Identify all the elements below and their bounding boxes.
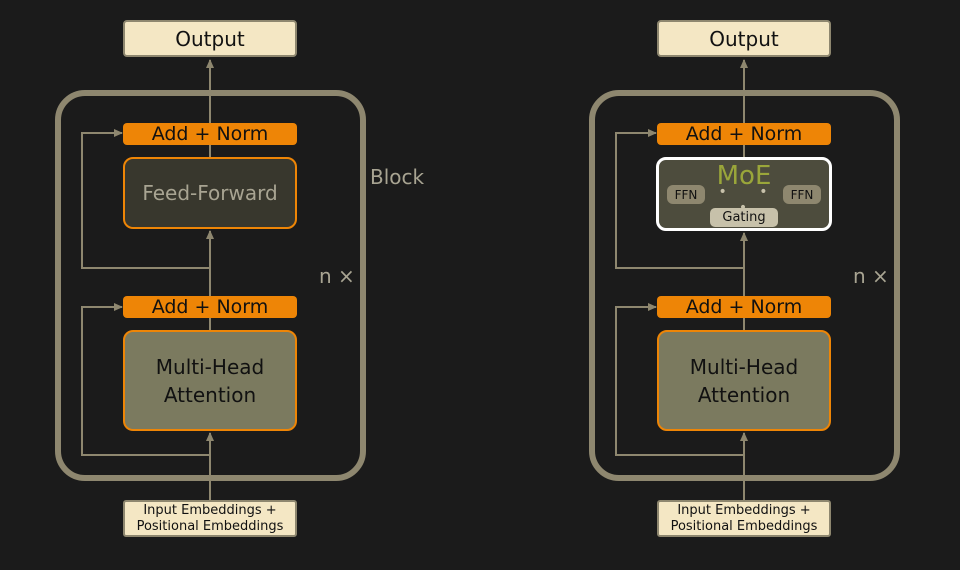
- left-input-label-line1: Input Embeddings +: [143, 502, 277, 518]
- moe-ffn-left: FFN: [667, 185, 705, 204]
- left-attention-label-line2: Attention: [163, 382, 257, 407]
- moe-ffn-right-label: FFN: [790, 187, 814, 202]
- left-ff-residual-arrow: [81, 129, 210, 269]
- right-top-add-norm-label: Add + Norm: [685, 123, 803, 145]
- left-output-label: Output: [175, 26, 245, 51]
- right-repeat-label: n ×: [853, 264, 889, 288]
- right-input-label-line1: Input Embeddings +: [677, 502, 811, 518]
- block-label: Block: [370, 165, 425, 189]
- left-attention-residual-arrow: [81, 303, 210, 456]
- left-repeat-label: n ×: [319, 264, 355, 288]
- right-top-add-norm: Add + Norm: [657, 123, 831, 145]
- right-attention-label-line2: Attention: [697, 382, 791, 407]
- moe-gating-label: Gating: [722, 210, 766, 225]
- left-input-box: Input Embeddings + Positional Embeddings: [123, 500, 297, 537]
- moe-ffn-left-label: FFN: [674, 187, 698, 202]
- left-feed-forward-label: Feed-Forward: [142, 181, 278, 205]
- right-attention-box: Multi-Head Attention: [657, 330, 831, 431]
- right-input-box: Input Embeddings + Positional Embeddings: [657, 500, 831, 537]
- right-bottom-add-norm: Add + Norm: [657, 296, 831, 318]
- right-bottom-add-norm-label: Add + Norm: [685, 296, 803, 318]
- left-attention-box: Multi-Head Attention: [123, 330, 297, 431]
- moe-ffn-right: FFN: [783, 185, 821, 204]
- right-block-frame: [589, 90, 900, 481]
- left-bottom-add-norm-label: Add + Norm: [151, 296, 269, 318]
- left-input-label-line2: Positional Embeddings: [136, 518, 284, 534]
- left-feed-forward-box: Feed-Forward: [123, 157, 297, 229]
- left-block-frame: [55, 90, 366, 481]
- right-attention-residual-arrow: [615, 303, 744, 456]
- left-top-add-norm: Add + Norm: [123, 123, 297, 145]
- right-moe-residual-arrow: [615, 129, 744, 269]
- left-attention-label-line1: Multi-Head: [155, 354, 265, 379]
- moe-title: MoE: [716, 161, 772, 191]
- right-attention-label-line1: Multi-Head: [689, 354, 799, 379]
- right-output-box: Output: [657, 20, 831, 57]
- right-output-label: Output: [709, 26, 779, 51]
- left-bottom-add-norm: Add + Norm: [123, 296, 297, 318]
- left-output-box: Output: [123, 20, 297, 57]
- moe-gating: Gating: [710, 208, 778, 227]
- right-moe-box: MoE FFN • • • FFN Gating: [656, 157, 832, 231]
- right-input-label-line2: Positional Embeddings: [670, 518, 818, 534]
- left-top-add-norm-label: Add + Norm: [151, 123, 269, 145]
